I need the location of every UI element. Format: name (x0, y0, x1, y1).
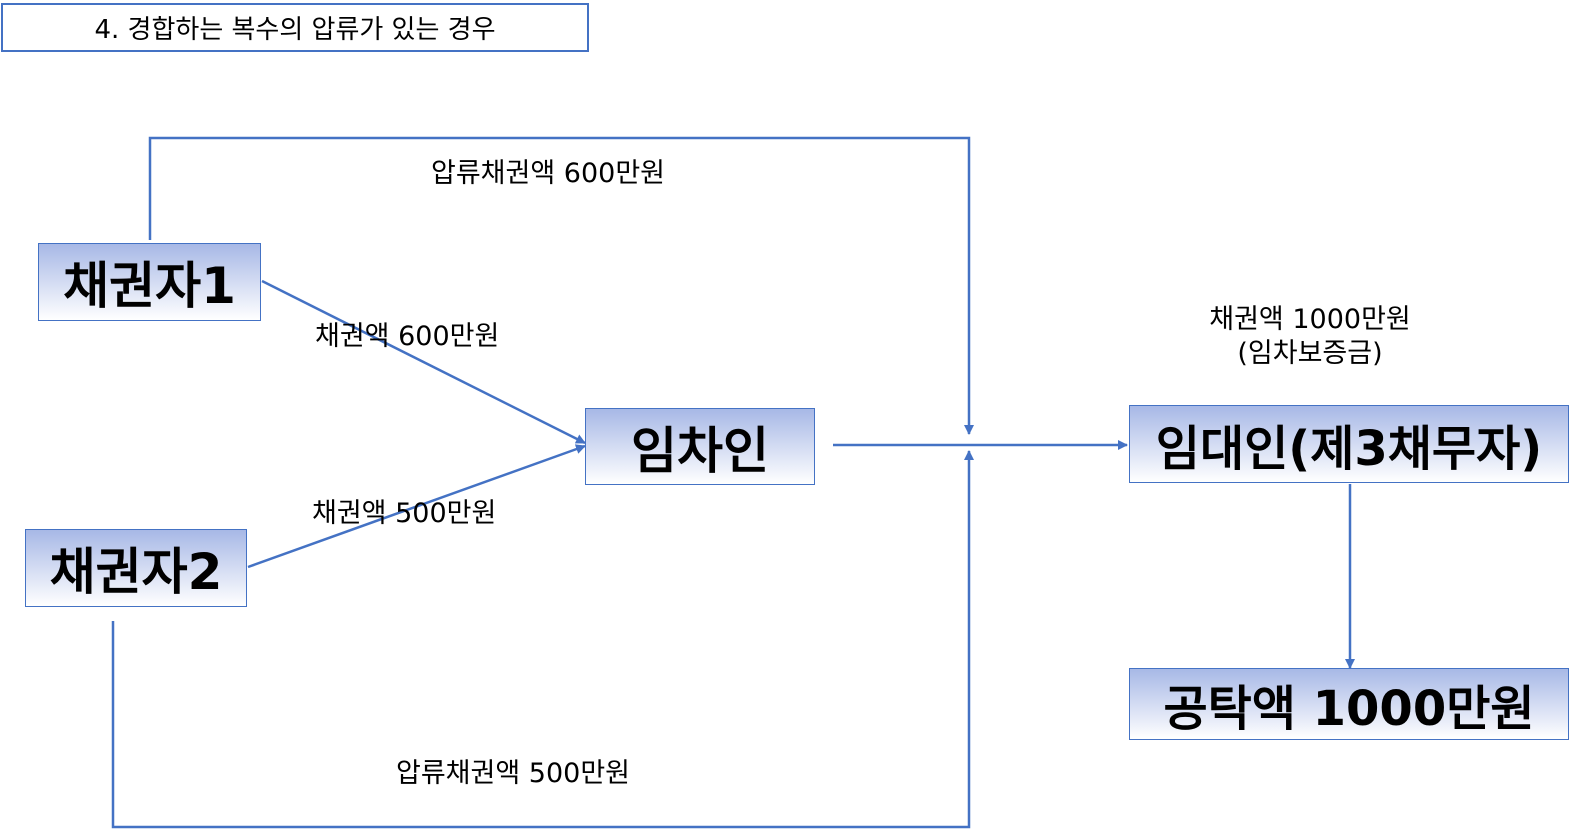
deposit-node: 공탁액 1000만원 (1129, 668, 1569, 740)
landlord-node: 임대인(제3채무자) (1129, 405, 1569, 483)
title-text: 4. 경합하는 복수의 압류가 있는 경우 (94, 15, 496, 45)
creditor2-label: 채권자2 (49, 543, 223, 601)
tenant-claim-label: 채권액 1000만원 (임차보증금) (1195, 303, 1425, 371)
landlord-label: 임대인(제3채무자) (1155, 421, 1543, 477)
claim1-label: 채권액 600만원 (315, 321, 500, 352)
seizure2-line (111, 450, 974, 829)
tenant-node: 임차인 (585, 408, 815, 485)
title-box: 4. 경합하는 복수의 압류가 있는 경우 (1, 3, 589, 52)
claim2-label: 채권액 500만원 (312, 498, 497, 529)
creditor1-to-tenant-arrow (261, 279, 586, 445)
tenant-claim-line1: 채권액 1000만원 (1209, 304, 1411, 335)
creditor2-to-tenant-arrow (247, 444, 586, 569)
tenant-label: 임차인 (631, 421, 769, 480)
tenant-claim-line2: (임차보증금) (1237, 337, 1383, 369)
seizure1-label: 압류채권액 600만원 (431, 158, 665, 189)
creditor2-node: 채권자2 (25, 529, 247, 607)
creditor1-label: 채권자1 (63, 257, 236, 315)
seizure2-label: 압류채권액 500만원 (396, 758, 630, 789)
seizure1-line (148, 136, 974, 435)
deposit-label: 공탁액 1000만원 (1163, 681, 1535, 737)
creditor1-node: 채권자1 (38, 243, 261, 321)
